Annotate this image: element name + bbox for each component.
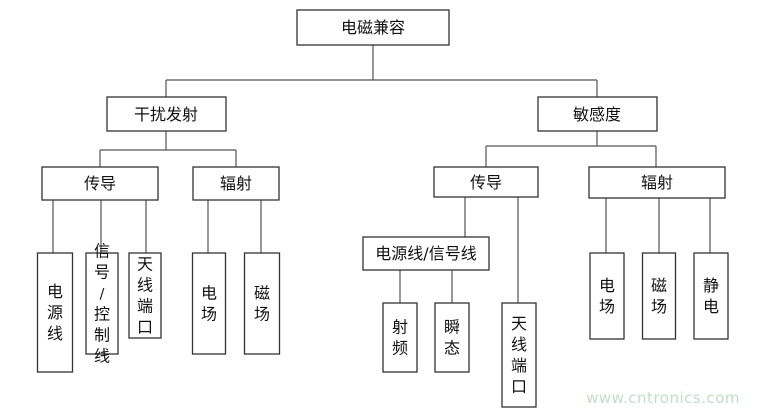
vertical-label: 天线端口 (137, 255, 153, 337)
node-su-conducted: 传导 (433, 166, 539, 198)
vertical-label: 电源线 (47, 282, 63, 343)
edge-emission (99, 131, 237, 167)
svg-text:辐射: 辐射 (641, 173, 673, 192)
connectors (52, 45, 711, 303)
svg-text:传导: 传导 (470, 173, 502, 192)
node-em-radiated: 辐射 (192, 166, 280, 201)
edge-root (165, 45, 598, 97)
edge-susceptibility (485, 131, 657, 167)
edge-em-conducted (52, 200, 147, 253)
vertical-label: 射频 (392, 318, 408, 358)
node-em-power-line: 电源线 (36, 252, 74, 373)
vertical-label: 电场 (201, 284, 217, 324)
node-su-rf: 射频 (382, 302, 418, 373)
svg-text:电源线/信号线: 电源线/信号线 (375, 244, 476, 263)
vertical-label: 磁场 (651, 276, 667, 316)
vertical-label: 静电 (703, 276, 719, 316)
node-su-magnetic-field: 磁场 (641, 252, 677, 340)
node-em-electric-field: 电场 (191, 252, 227, 355)
node-em-magnetic-field: 磁场 (243, 252, 281, 355)
vertical-label: 磁场 (254, 284, 270, 324)
node-emission: 干扰发射 (106, 96, 227, 132)
vertical-label: 信号/控制线 (94, 242, 110, 366)
node-su-transient: 瞬态 (434, 302, 470, 373)
node-su-electric-field: 电场 (589, 252, 625, 340)
node-su-power-signal: 电源线/信号线 (362, 236, 490, 271)
node-root: 电磁兼容 (296, 9, 450, 46)
edge-su-conducted (464, 197, 519, 303)
svg-text:干扰发射: 干扰发射 (134, 105, 198, 124)
node-su-radiated: 辐射 (588, 166, 726, 199)
node-em-conducted: 传导 (41, 166, 159, 201)
node-su-static: 静电 (693, 252, 729, 340)
vertical-label: 电场 (599, 276, 615, 316)
svg-text:电磁兼容: 电磁兼容 (341, 18, 405, 37)
edge-su-powersignal (399, 270, 453, 303)
edge-su-radiated (605, 198, 711, 253)
svg-text:传导: 传导 (84, 174, 116, 193)
node-em-signal-control-line: 信号/控制线 (85, 242, 119, 366)
edge-em-radiated (207, 200, 262, 253)
node-su-antenna-port: 天线端口 (501, 302, 537, 408)
node-em-antenna-port: 天线端口 (128, 252, 162, 339)
svg-text:辐射: 辐射 (220, 174, 252, 193)
node-susceptibility: 敏感度 (537, 96, 658, 132)
watermark: www.cntronics.com (586, 389, 740, 407)
vertical-label: 瞬态 (444, 318, 460, 358)
svg-text:敏感度: 敏感度 (573, 105, 621, 124)
vertical-label: 天线端口 (511, 314, 527, 396)
